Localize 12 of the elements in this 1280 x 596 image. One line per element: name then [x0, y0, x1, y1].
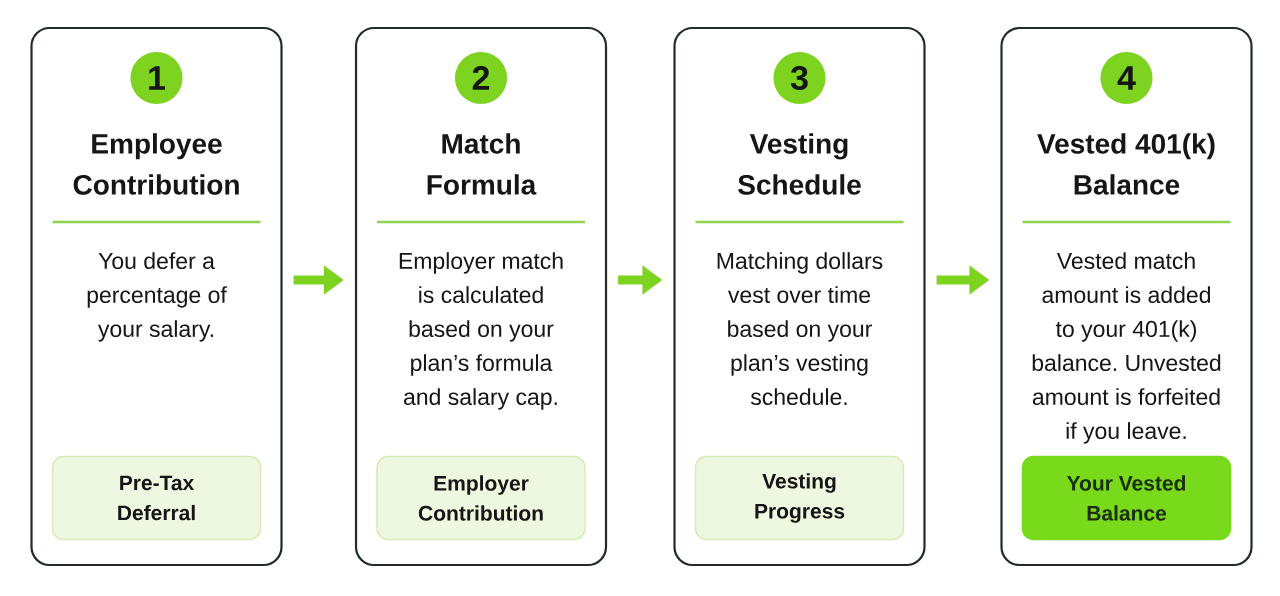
step-description: Matching dollars vest over time based on your plan’s vesting schedule.	[717, 252, 883, 406]
step-description: Employer match is calculated based on your plan’s formula and salary cap.	[399, 252, 563, 410]
tag-box: Pre-Tax Deferral	[51, 455, 262, 541]
tag-box: Your Vested Balance	[1021, 455, 1232, 541]
tag-box: Employer Contribution	[376, 455, 586, 541]
step-title: Vesting Schedule	[738, 133, 861, 195]
step-title: Vested 401(k) Balance	[1037, 133, 1215, 195]
step-title: Match Formula	[427, 133, 537, 195]
step-description: You defer a percentage of your salary.	[87, 252, 227, 342]
tag-box: Vesting Progress	[694, 455, 905, 541]
step-title: Employee Contribution	[73, 133, 239, 195]
step-description: Vested match amount is added to your 401(k) balance. Unvested amount is forfeited if you leave.	[1032, 252, 1221, 444]
